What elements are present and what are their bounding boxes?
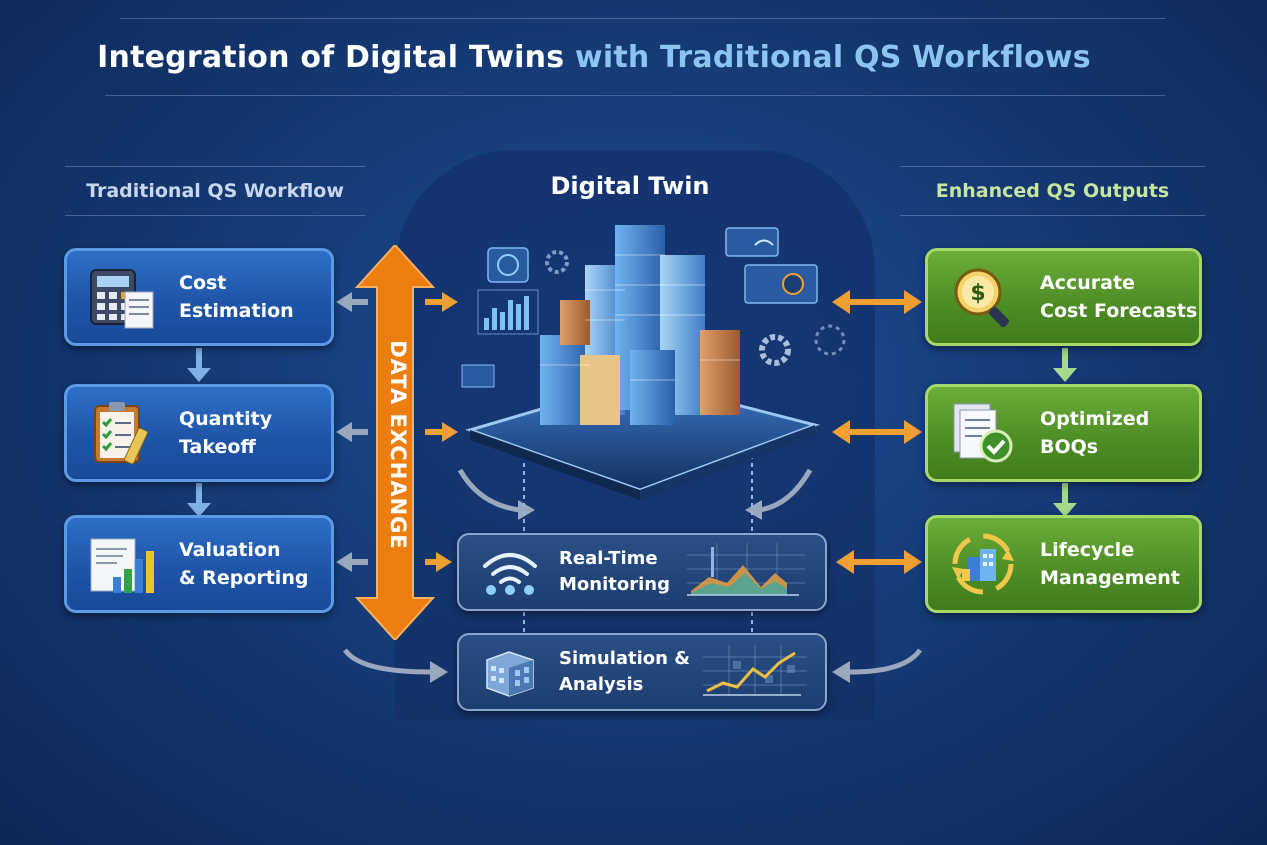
valuation-reporting-box[interactable]: Valuation & Reporting	[64, 515, 334, 613]
left-heading-rule-top	[65, 166, 365, 167]
bar-chart-report-icon	[90, 538, 154, 593]
accurate-cost-forecasts-label: Accurate Cost Forecasts	[1040, 272, 1198, 322]
left-flow-arrows	[187, 348, 211, 517]
simulation-analysis-box[interactable]: Simulation & Analysis	[457, 633, 827, 711]
accurate-cost-forecasts-box[interactable]: $ Accurate Cost Forecasts	[925, 248, 1202, 346]
left-box-connectors	[336, 292, 368, 572]
right-box-connectors	[832, 290, 922, 574]
right-flow-arrows	[1053, 348, 1077, 517]
cost-estimation-label: Cost Estimation	[179, 272, 294, 322]
digital-twin-heading: Digital Twin	[550, 172, 710, 200]
valuation-reporting-label: Valuation & Reporting	[179, 539, 309, 589]
data-exchange-label: DATA EXCHANGE	[386, 340, 410, 550]
lifecycle-management-label: Lifecycle Management	[1040, 539, 1180, 589]
right-heading-rule-bottom	[900, 215, 1205, 216]
optimized-boqs-box[interactable]: Optimized BOQs	[925, 384, 1202, 482]
real-time-monitoring-box[interactable]: Real-Time Monitoring	[457, 533, 827, 611]
curved-arrows	[342, 468, 923, 675]
dashed-links	[523, 455, 753, 640]
document-check-icon	[953, 403, 1013, 463]
right-heading-rule-top	[900, 166, 1205, 167]
data-exchange-arrow-icon	[355, 245, 435, 640]
title-rule-bottom	[105, 95, 1165, 96]
digital-twin-city-icon	[461, 225, 846, 500]
optimized-boqs-label: Optimized BOQs	[1040, 408, 1150, 458]
building-model-icon	[486, 651, 534, 697]
title-rule-top	[120, 18, 1165, 19]
center-connectors	[425, 292, 458, 572]
simulation-analysis-label: Simulation & Analysis	[559, 648, 690, 695]
monitoring-chart-icon	[687, 543, 805, 596]
clipboard-checklist-icon	[94, 402, 148, 465]
lifecycle-management-box[interactable]: Lifecycle Management	[925, 515, 1202, 613]
real-time-monitoring-label: Real-Time Monitoring	[559, 548, 670, 595]
svg-text:$: $	[970, 281, 985, 306]
quantity-takeoff-box[interactable]: Quantity Takeoff	[64, 384, 334, 482]
quantity-takeoff-label: Quantity Takeoff	[179, 408, 273, 458]
simulation-chart-icon	[703, 645, 807, 696]
dollar-magnifier-icon: $	[954, 268, 1010, 328]
calculator-document-icon	[90, 269, 154, 329]
title-part-1: Integration of Digital Twins	[97, 40, 565, 75]
diagram-title: Integration of Digital Twins with Tradit…	[0, 40, 1188, 75]
wifi-signal-icon	[483, 553, 537, 595]
lifecycle-building-icon	[952, 533, 1014, 595]
cost-estimation-box[interactable]: Cost Estimation	[64, 248, 334, 346]
left-heading-rule-bottom	[65, 215, 365, 216]
title-part-2: with Traditional QS Workflows	[574, 40, 1091, 75]
left-column-heading: Traditional QS Workflow	[86, 180, 344, 202]
right-column-heading: Enhanced QS Outputs	[935, 180, 1170, 202]
